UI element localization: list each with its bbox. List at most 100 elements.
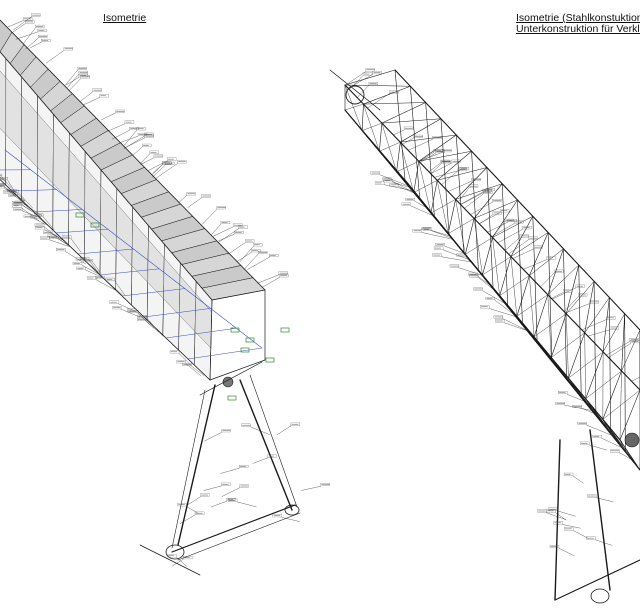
roof-brace [430, 199, 456, 214]
callout-box [459, 167, 470, 170]
callout-box [244, 239, 255, 243]
callout-box [577, 422, 587, 425]
callout-box [372, 71, 382, 75]
callout [512, 245, 543, 259]
callout-box [548, 507, 558, 511]
base-axis [139, 544, 201, 576]
callout [447, 177, 481, 192]
callout-box [49, 235, 59, 239]
leader-line [430, 162, 452, 174]
callout [227, 239, 255, 255]
leader-line [244, 254, 259, 270]
callout-box [469, 274, 479, 278]
callout-box [374, 181, 385, 185]
leader-line [121, 309, 140, 318]
leader-line [32, 217, 46, 225]
callout-box [572, 405, 582, 408]
leader-line [523, 259, 547, 270]
leader-line [111, 130, 130, 140]
leader-line [187, 496, 201, 506]
callout [631, 376, 640, 382]
callout [430, 159, 461, 174]
callout [67, 70, 89, 88]
callout-box [142, 143, 152, 147]
callout [610, 449, 632, 460]
callout [105, 277, 125, 296]
cross-beam [517, 199, 523, 326]
callout [202, 206, 226, 225]
leader-line [430, 230, 451, 237]
base-beam [171, 504, 296, 553]
leader-line [25, 37, 39, 50]
leader-line [23, 27, 36, 44]
callout-box [537, 509, 547, 513]
leader-line [441, 256, 472, 263]
callout [212, 223, 243, 237]
callout [422, 227, 453, 239]
leader-line [210, 501, 227, 508]
callout [204, 429, 231, 442]
leader-line [15, 31, 38, 40]
callout [345, 68, 375, 86]
leader-line [178, 353, 192, 366]
callout [581, 316, 616, 331]
leader-line [494, 300, 515, 316]
leader-line [21, 207, 40, 222]
leader-line [419, 152, 436, 163]
callout-box [0, 183, 5, 187]
leader-line [581, 408, 595, 414]
roof-brace [455, 199, 466, 255]
callout [389, 183, 417, 195]
callout-box [177, 503, 187, 507]
callout-box [167, 157, 177, 161]
leader-line [83, 97, 100, 106]
callout [23, 24, 45, 44]
roof-brace [482, 256, 512, 276]
leader-line [247, 257, 270, 270]
leader-line [618, 452, 632, 460]
leader-line [79, 91, 93, 102]
roof-brace [516, 294, 549, 317]
callout-box [580, 441, 590, 445]
callout [357, 82, 379, 98]
support-leg-edge [171, 389, 206, 549]
leader-line [155, 163, 178, 179]
leader-line [442, 249, 470, 261]
callout-box [112, 306, 122, 310]
callout-box [14, 200, 25, 204]
callout-box [432, 253, 442, 257]
callout-box [186, 192, 196, 196]
cross-beam [585, 351, 604, 400]
callout-box [56, 248, 66, 252]
leader-line [187, 197, 202, 208]
support-leg [554, 439, 561, 601]
callout [14, 200, 43, 217]
leader-line [66, 77, 80, 86]
callout-box [578, 293, 588, 297]
callout [56, 248, 86, 265]
callout [8, 193, 30, 210]
floor-brace [187, 347, 263, 360]
roof-brace [510, 256, 518, 317]
leader-line [186, 506, 199, 514]
callout [210, 498, 236, 508]
leader-line [114, 280, 125, 296]
leader-line [65, 69, 78, 86]
leader-line [236, 501, 257, 508]
leader-line [276, 425, 292, 436]
callout [137, 315, 159, 333]
leader-line [487, 222, 508, 233]
callout [123, 132, 154, 149]
leader-line [402, 137, 414, 145]
callout-box [405, 198, 415, 201]
callout [402, 134, 423, 145]
callout [587, 326, 619, 337]
callout [493, 315, 527, 331]
cross-beam [516, 275, 530, 317]
callout [460, 188, 492, 205]
cross-beam [379, 122, 383, 152]
right-view-title-line2: Unterkonstruktion für Verkleidu [516, 23, 640, 35]
callout [86, 276, 116, 291]
callout [179, 511, 205, 524]
callout [435, 243, 465, 254]
